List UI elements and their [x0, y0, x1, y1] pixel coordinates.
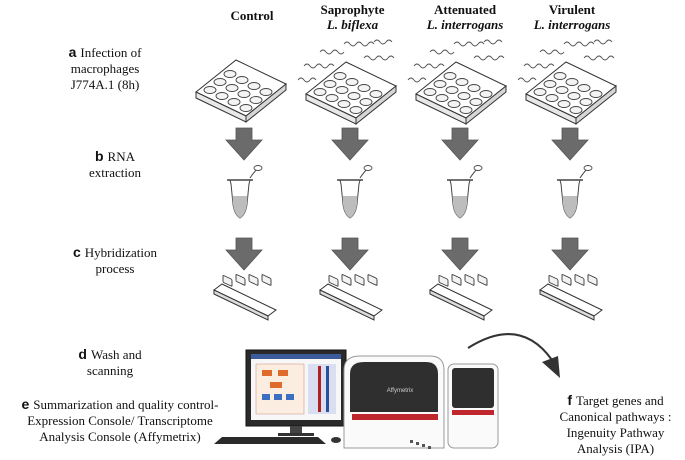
down-arrow-icon: [225, 127, 263, 161]
down-arrow-icon: [441, 127, 479, 161]
eppendorf-tube-icon: [556, 164, 593, 219]
computer-icon: [214, 349, 347, 444]
well-plate-icon: [407, 39, 507, 125]
eppendorf-tube-icon: [336, 164, 373, 219]
down-arrow-icon: [551, 237, 589, 271]
down-arrow-icon: [331, 237, 369, 271]
scanner-icon: Affymetrix: [343, 355, 499, 449]
down-arrow-icon: [441, 237, 479, 271]
down-arrow-icon: [225, 237, 263, 271]
eppendorf-tube-icon: [446, 164, 483, 219]
down-arrow-icon: [331, 127, 369, 161]
microarray-strip-icon: [213, 273, 277, 321]
well-plate-icon: [195, 59, 287, 123]
microarray-strip-icon: [429, 273, 493, 321]
microarray-strip-icon: [539, 273, 603, 321]
well-plate-icon: [297, 39, 397, 125]
column-header-control: Control: [230, 8, 274, 23]
down-arrow-icon: [551, 127, 589, 161]
microarray-strip-icon: [319, 273, 383, 321]
curved-arrow-icon: [467, 333, 560, 378]
eppendorf-tube-icon: [226, 164, 263, 219]
well-plate-icon: [517, 39, 617, 125]
scanner-brand-label: Affymetrix: [387, 388, 414, 394]
